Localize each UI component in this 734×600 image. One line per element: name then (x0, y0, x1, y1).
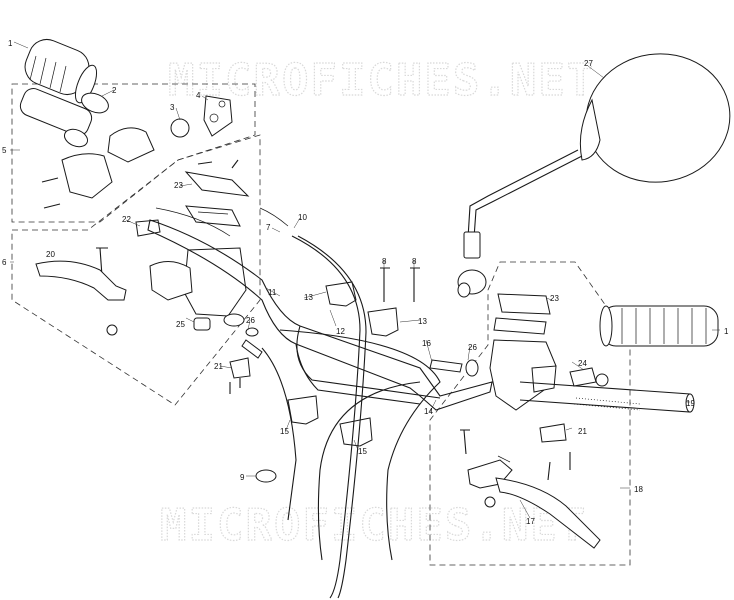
label-27: 27 (584, 59, 593, 68)
left-fittings (193, 317, 263, 359)
label-7: 7 (266, 223, 271, 232)
label-9: 9 (240, 473, 245, 482)
leader-lines (10, 41, 720, 519)
cables (259, 207, 441, 599)
handlebar-clamps (287, 281, 399, 447)
label-26-left: 26 (246, 316, 255, 325)
label-24: 24 (578, 359, 587, 368)
label-11: 11 (268, 288, 277, 297)
label-17: 17 (526, 517, 535, 526)
throttle-housing (61, 95, 233, 199)
label-4: 4 (196, 91, 201, 100)
label-8b: 8 (412, 257, 417, 266)
label-13a: 13 (304, 293, 313, 302)
watermark-bottom: MICROFICHES.NET (160, 500, 587, 551)
label-14: 14 (424, 407, 433, 416)
label-1-right-grip: 1 (724, 327, 729, 336)
label-10: 10 (298, 213, 307, 222)
left-lever-group-box (11, 134, 261, 406)
right-grip (599, 305, 719, 347)
right-lever (467, 455, 601, 549)
callout-labels: 1 1 2 3 4 5 6 7 8 8 9 10 11 12 13 13 14 … (2, 39, 729, 526)
label-26-right: 26 (468, 343, 477, 352)
mirror (457, 53, 731, 298)
label-15b: 15 (358, 447, 367, 456)
watermark-top: MICROFICHES.NET (168, 55, 595, 106)
cable-tie (255, 469, 277, 483)
label-20: 20 (46, 250, 55, 259)
left-master-cylinder (135, 207, 247, 327)
label-2: 2 (112, 86, 117, 95)
label-15a: 15 (280, 427, 289, 436)
left-reservoir-cover (184, 171, 250, 227)
label-1-left-grip: 1 (8, 39, 13, 48)
label-16: 16 (422, 339, 431, 348)
screws (41, 159, 571, 481)
label-18: 18 (634, 485, 643, 494)
handlebar (147, 219, 493, 411)
label-22: 22 (122, 215, 131, 224)
label-21-right: 21 (578, 427, 587, 436)
label-23-right: 23 (550, 294, 559, 303)
label-3: 3 (170, 103, 175, 112)
label-12: 12 (336, 327, 345, 336)
right-master-cylinder (429, 293, 557, 411)
label-19: 19 (686, 399, 695, 408)
right-switch-parts (539, 367, 609, 443)
left-clamp (229, 357, 251, 379)
left-grip (24, 38, 109, 114)
label-13b: 13 (418, 317, 427, 326)
label-25: 25 (176, 320, 185, 329)
label-5: 5 (2, 146, 7, 155)
throttle-sleeve (19, 88, 93, 148)
label-23-left: 23 (174, 181, 183, 190)
label-8a: 8 (382, 257, 387, 266)
label-21-left: 21 (214, 362, 223, 371)
left-lever (35, 260, 127, 336)
right-bar-end (519, 381, 695, 413)
label-6: 6 (2, 258, 7, 267)
right-lever-group-box (429, 261, 631, 566)
